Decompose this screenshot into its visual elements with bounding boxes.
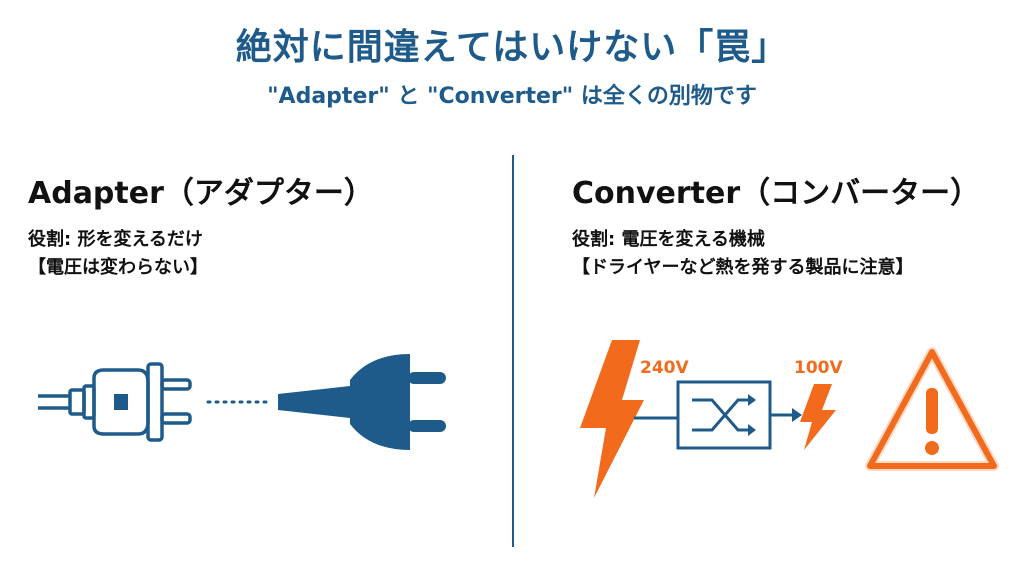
page-title: 絶対に間違えてはいけない「罠」 — [235, 27, 789, 68]
page-subtitle: "Adapter" と "Converter" は全くの別物です — [267, 84, 757, 109]
small-bolt-icon — [800, 384, 836, 450]
warning-triangle-icon — [865, 347, 999, 471]
input-voltage-label: 240V — [640, 358, 689, 378]
adapter-heading: Adapter（アダプター） — [28, 176, 374, 211]
plug-a-core-icon — [114, 394, 128, 410]
adapter-panel: Adapter（アダプター） 役割: 形を変えるだけ 【電圧は変わらない】 — [28, 168, 498, 282]
lightning-bolt-icon — [580, 340, 644, 498]
adapter-role: 役割: 形を変えるだけ — [28, 229, 203, 250]
converter-illustration — [580, 340, 999, 498]
shuffle-icon — [676, 380, 772, 450]
type-c-plug-icon — [278, 354, 446, 450]
converter-panel: Converter（コンバーター） 役割: 電圧を変える機械 【ドライヤーなど熱… — [572, 168, 1012, 282]
output-arrow-head — [792, 408, 802, 422]
converter-note: 【ドライヤーなど熱を発する製品に注意】 — [572, 257, 914, 278]
converter-heading: Converter（コンバーター） — [572, 176, 981, 211]
center-divider — [512, 155, 514, 547]
output-voltage-label: 100V — [794, 358, 843, 378]
converter-role: 役割: 電圧を変える機械 — [572, 229, 765, 250]
adapter-note: 【電圧は変わらない】 — [28, 257, 208, 278]
adapter-illustration — [38, 354, 446, 450]
type-a-plug-icon — [38, 362, 192, 442]
